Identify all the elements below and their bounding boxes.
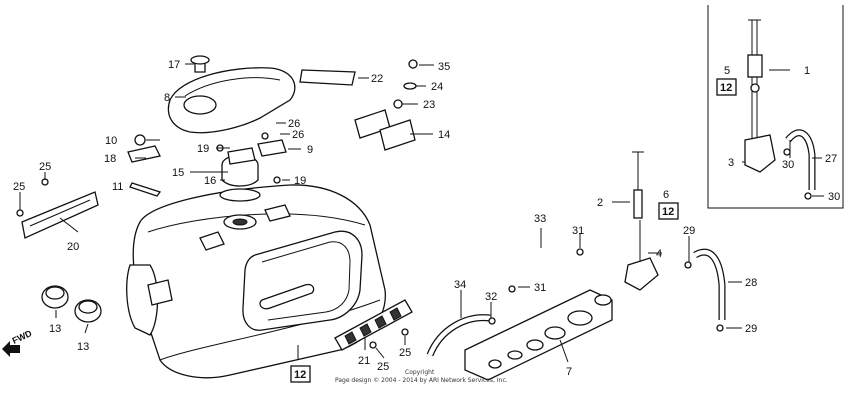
callout-30b: 30 bbox=[828, 191, 840, 203]
callout-2: 2 bbox=[597, 197, 603, 209]
callout-25d: 25 bbox=[399, 347, 411, 359]
callout-7: 7 bbox=[566, 366, 572, 378]
callout-15: 15 bbox=[172, 167, 184, 179]
callout-33: 33 bbox=[534, 213, 546, 225]
plate-22 bbox=[299, 69, 356, 86]
fuel-cap bbox=[219, 147, 261, 202]
callout-25a: 25 bbox=[39, 161, 51, 173]
callout-18: 18 bbox=[104, 153, 116, 165]
callout-26b: 26 bbox=[292, 129, 304, 141]
emblem-strip bbox=[21, 191, 99, 239]
svg-text:12: 12 bbox=[720, 82, 732, 94]
copyright-notice: Copyright Page design © 2004 - 2014 by A… bbox=[335, 369, 508, 384]
fwd-arrow-icon: FWD bbox=[2, 328, 34, 357]
callout-8: 8 bbox=[164, 92, 170, 104]
callout-31a: 31 bbox=[572, 225, 584, 237]
leader-lines bbox=[19, 63, 824, 363]
callout-28: 28 bbox=[745, 277, 757, 289]
callout-20: 20 bbox=[67, 241, 79, 253]
callout-3: 3 bbox=[728, 157, 734, 169]
svg-text:Page design © 2004 - 2014 by A: Page design © 2004 - 2014 by ARI Network… bbox=[335, 377, 508, 384]
callout-31b: 31 bbox=[534, 282, 546, 294]
callout-19a: 19 bbox=[197, 143, 209, 155]
fuel-valve-assembly bbox=[464, 151, 659, 381]
callout-5: 5 bbox=[724, 65, 730, 77]
callout-21: 21 bbox=[358, 355, 370, 367]
callout-19b: 19 bbox=[294, 175, 306, 187]
callout-24: 24 bbox=[431, 81, 443, 93]
callout-16: 16 bbox=[204, 175, 216, 187]
svg-text:12: 12 bbox=[662, 206, 674, 218]
svg-text:Copyright: Copyright bbox=[405, 369, 435, 376]
boxed-ref-12-b: 12 bbox=[658, 202, 679, 220]
callout-25b: 25 bbox=[13, 181, 25, 193]
callout-14: 14 bbox=[438, 129, 450, 141]
tank-cushions bbox=[41, 285, 102, 323]
callout-27: 27 bbox=[825, 153, 837, 165]
callout-6: 6 bbox=[663, 189, 669, 201]
fuel-tank bbox=[126, 184, 386, 379]
callout-35: 35 bbox=[438, 61, 450, 73]
callout-13b: 13 bbox=[77, 341, 89, 353]
tank-rubbers bbox=[354, 109, 416, 151]
callout-13a: 13 bbox=[49, 323, 61, 335]
callout-4: 4 bbox=[656, 248, 662, 260]
callout-22: 22 bbox=[371, 73, 383, 85]
callout-23: 23 bbox=[423, 99, 435, 111]
callout-29a: 29 bbox=[683, 225, 695, 237]
callout-10: 10 bbox=[105, 135, 117, 147]
tank-cover bbox=[167, 55, 296, 134]
svg-text:12: 12 bbox=[294, 369, 306, 381]
fuel-hoses bbox=[426, 129, 816, 357]
callout-34: 34 bbox=[454, 279, 466, 291]
callout-labels: 1 2 3 4 5 6 7 8 9 10 11 13 13 14 15 16 1… bbox=[13, 59, 840, 378]
boxed-ref-12-a: 12 bbox=[290, 365, 311, 383]
callout-32: 32 bbox=[485, 291, 497, 303]
callout-11: 11 bbox=[112, 181, 123, 193]
fwd-label: FWD bbox=[11, 328, 34, 346]
reserve-valve-inset bbox=[707, 5, 844, 209]
honda-emblem bbox=[334, 299, 413, 351]
callout-9: 9 bbox=[307, 144, 313, 156]
callout-1: 1 bbox=[804, 65, 810, 77]
callout-29b: 29 bbox=[745, 323, 757, 335]
callout-30a: 30 bbox=[782, 159, 794, 171]
boxed-ref-12-c: 12 bbox=[716, 78, 737, 96]
callout-17: 17 bbox=[168, 59, 180, 71]
callout-25c: 25 bbox=[377, 361, 389, 373]
callout-26a: 26 bbox=[288, 118, 300, 130]
